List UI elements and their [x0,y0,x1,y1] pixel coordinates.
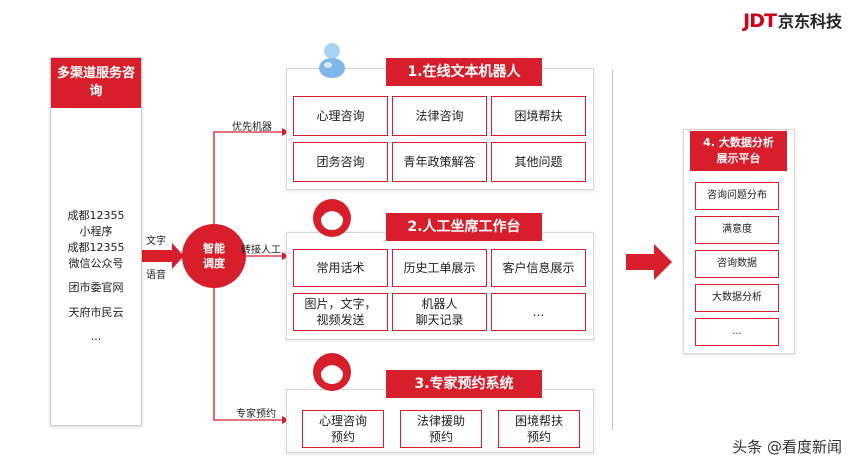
channel-item: 成都12355 微信公众号 [67,241,125,270]
agent-cell: 机器人 聊天记录 [392,293,487,331]
source-watermark: 头条 @看度新闻 [732,438,842,456]
agent-cell: 图片，文字， 视频发送 [293,293,388,331]
channels-title-text: 多渠道服务咨询 [57,66,136,99]
robot-title: 1.在线文本机器人 [386,58,542,86]
route-robot-line [213,131,282,224]
robot-cell: 其他问题 [491,142,586,182]
agent-cell: 常用话术 [293,249,388,287]
output-arrow [626,244,672,280]
robot-cell: 困境帮扶 [491,96,586,136]
agent-avatar-icon [313,199,351,237]
input-arrow [141,243,184,269]
agent-cell: 客户信息展示 [491,249,586,287]
route-label-robot: 优先机器 [232,122,272,133]
dispatch-hub: 智能 调度 [182,224,246,288]
route-robot-arrowhead [282,128,289,136]
logo-brand: JDT [743,10,777,32]
agent-cell: 历史工单展示 [392,249,487,287]
hub-label: 智能 调度 [203,242,225,270]
bigdata-item: 咨询问题分布 [695,182,779,210]
robot-cell: 心理咨询 [293,96,388,136]
input-label-text: 文字 [146,236,166,247]
route-expert-line [213,288,282,421]
robot-cell: 青年政策解答 [392,142,487,182]
route-agent-arrowhead [282,252,289,260]
expert-cell: 困境帮扶 预约 [498,410,580,448]
input-label-voice: 语音 [146,270,166,281]
robot-bubble-icon [319,43,345,78]
expert-cell: 心理咨询 预约 [302,410,384,448]
channel-item: 成都12355 小程序 [67,209,125,238]
channels-title: 多渠道服务咨询 [51,58,141,108]
bigdata-title-text: 4. 大数据分析 展示平台 [703,136,774,165]
agent-cell: ... [491,293,586,331]
expert-title: 3.专家预约系统 [386,370,542,398]
channel-item: 团市委官网 [68,281,124,294]
channels-panel: 多渠道服务咨询 成都12355 小程序 成都12355 微信公众号 团市委官网 … [50,57,142,426]
expert-cell: 法律援助 预约 [400,410,482,448]
robot-cell: 法律咨询 [392,96,487,136]
section-divider [612,70,613,430]
expert-avatar-icon [313,353,351,391]
route-label-expert: 专家预约 [236,409,276,420]
bigdata-item: 大数据分析 [695,284,779,312]
route-expert-arrowhead [282,416,289,424]
bigdata-item: ... [695,318,779,346]
channel-item: ... [90,330,102,343]
bigdata-item: 满意度 [695,216,779,244]
route-label-human: 转接人工 [241,245,281,256]
bigdata-title: 4. 大数据分析 展示平台 [690,131,787,171]
bigdata-item: 咨询数据 [695,250,779,278]
channel-item: 天府市民云 [68,306,124,319]
logo-name: 京东科技 [777,12,842,31]
robot-cell: 团务咨询 [293,142,388,182]
agent-title: 2.人工坐席工作台 [386,213,542,241]
